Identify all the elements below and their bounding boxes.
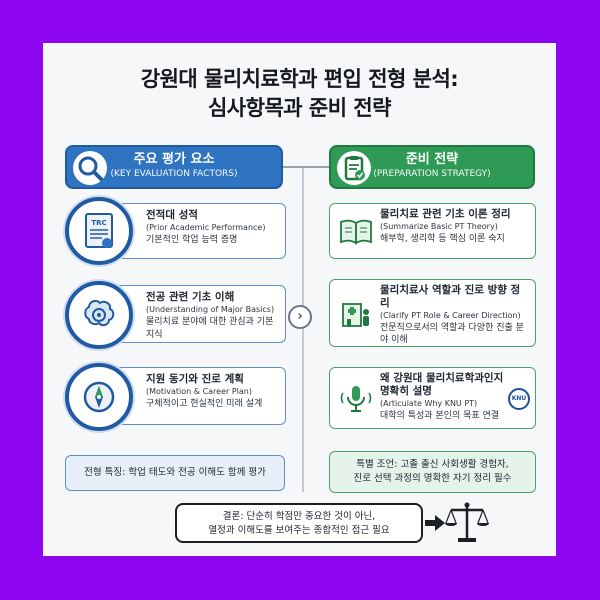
right-item-3: 왜 강원대 물리치료학과인지 명확히 설명 (Articulate Why KN…	[329, 367, 536, 429]
book-icon	[338, 213, 374, 249]
right-header-subtitle: (PREPARATION STRATEGY)	[373, 169, 491, 179]
title-line-1: 강원대 물리치료학과 편입 전형 분석:	[140, 67, 459, 91]
left-item-2-title: 전공 관련 기초 이해	[146, 291, 235, 303]
right-item-2-desc: 전문직으로서의 역할과 다양한 진출 분야 이해	[380, 323, 524, 345]
right-footer-note: 특별 조언: 고졸 출신 사회생활 경험자, 진로 선택 과정의 명확한 자기 …	[329, 451, 536, 493]
arrow-right-icon	[425, 515, 445, 531]
chevron-right-icon: ›	[288, 305, 312, 329]
left-header-title: 주요 평가 요소	[133, 152, 215, 167]
right-item-1-desc: 해부학, 생리학 등 핵심 이론 숙지	[380, 234, 505, 244]
conclusion-line-2: 열정과 이해도를 보여주는 종합적인 접근 필요	[208, 525, 390, 536]
right-header: 준비 전략 (PREPARATION STRATEGY)	[329, 145, 535, 189]
title-line-2: 심사항목과 준비 전략	[207, 96, 392, 120]
center-line	[302, 167, 304, 492]
right-item-1-en: (Summarize Basic PT Theory)	[380, 222, 498, 231]
right-item-1: 물리치료 관련 기초 이론 정리 (Summarize Basic PT The…	[329, 203, 536, 259]
microphone-icon	[338, 380, 374, 416]
right-item-3-title: 왜 강원대 물리치료학과인지 명확히 설명	[380, 372, 504, 397]
search-icon	[73, 151, 107, 185]
left-item-1-desc: 기본적인 학업 능력 증명	[146, 235, 238, 245]
page-title: 강원대 물리치료학과 편입 전형 분석: 심사항목과 준비 전략	[43, 65, 556, 123]
left-item-3-en: (Motivation & Career Plan)	[146, 387, 252, 396]
left-item-2: 전공 관련 기초 이해 (Understanding of Major Basi…	[103, 285, 286, 343]
conclusion-box: 결론: 단순히 학점만 중요한 것이 아닌, 열정과 이해도를 보여주는 종합적…	[175, 503, 423, 543]
right-item-2-en: (Clarify PT Role & Career Direction)	[380, 311, 521, 320]
left-item-1-en: (Prior Academic Performance)	[146, 223, 266, 232]
clipboard-check-icon	[337, 151, 371, 185]
left-header: 주요 평가 요소 (KEY EVALUATION FACTORS)	[65, 145, 283, 189]
right-item-2-title: 물리치료사 역할과 진로 방향 정리	[380, 284, 521, 309]
brain-gear-icon	[65, 281, 133, 349]
transcript-icon: TRC	[65, 197, 133, 265]
balance-scale-icon	[443, 499, 491, 545]
compass-icon	[65, 363, 133, 431]
left-item-3: 지원 동기와 진로 계획 (Motivation & Career Plan) …	[103, 367, 286, 425]
left-item-3-title: 지원 동기와 진로 계획	[146, 373, 244, 385]
left-header-subtitle: (KEY EVALUATION FACTORS)	[110, 169, 238, 179]
left-footer-note: 전형 특징: 학업 태도와 전공 이해도 함께 평가	[65, 455, 285, 491]
left-item-1-title: 전적대 성적	[146, 209, 198, 221]
right-footer-line-1: 특별 조언: 고졸 출신 사회생활 경험자,	[356, 459, 509, 470]
svg-text:TRC: TRC	[91, 219, 106, 227]
right-item-3-en: (Articulate Why KNU PT)	[380, 399, 478, 408]
left-item-3-desc: 구체적이고 현실적인 미래 설계	[146, 399, 263, 409]
left-item-2-en: (Understanding of Major Basics)	[146, 305, 275, 314]
infographic-card: 강원대 물리치료학과 편입 전형 분석: 심사항목과 준비 전략 › 주요 평가…	[43, 43, 556, 556]
left-item-2-desc: 물리치료 분야에 대한 관심과 기본 지식	[146, 317, 274, 340]
right-header-title: 준비 전략	[405, 152, 459, 167]
right-item-2: 물리치료사 역할과 진로 방향 정리 (Clarify PT Role & Ca…	[329, 279, 536, 347]
left-item-1: 전적대 성적 (Prior Academic Performance) 기본적인…	[103, 203, 286, 259]
right-footer-line-2: 진로 선택 과정의 명확한 자기 정리 필수	[353, 473, 512, 484]
conclusion-line-1: 결론: 단순히 학점만 중요한 것이 아닌,	[222, 511, 376, 522]
header-connector	[283, 166, 329, 168]
hospital-icon	[338, 294, 374, 330]
right-item-1-title: 물리치료 관련 기초 이론 정리	[380, 208, 511, 220]
knu-logo: KNU	[508, 388, 530, 410]
right-item-3-desc: 대학의 특성과 본인의 목표 연결	[380, 411, 500, 421]
